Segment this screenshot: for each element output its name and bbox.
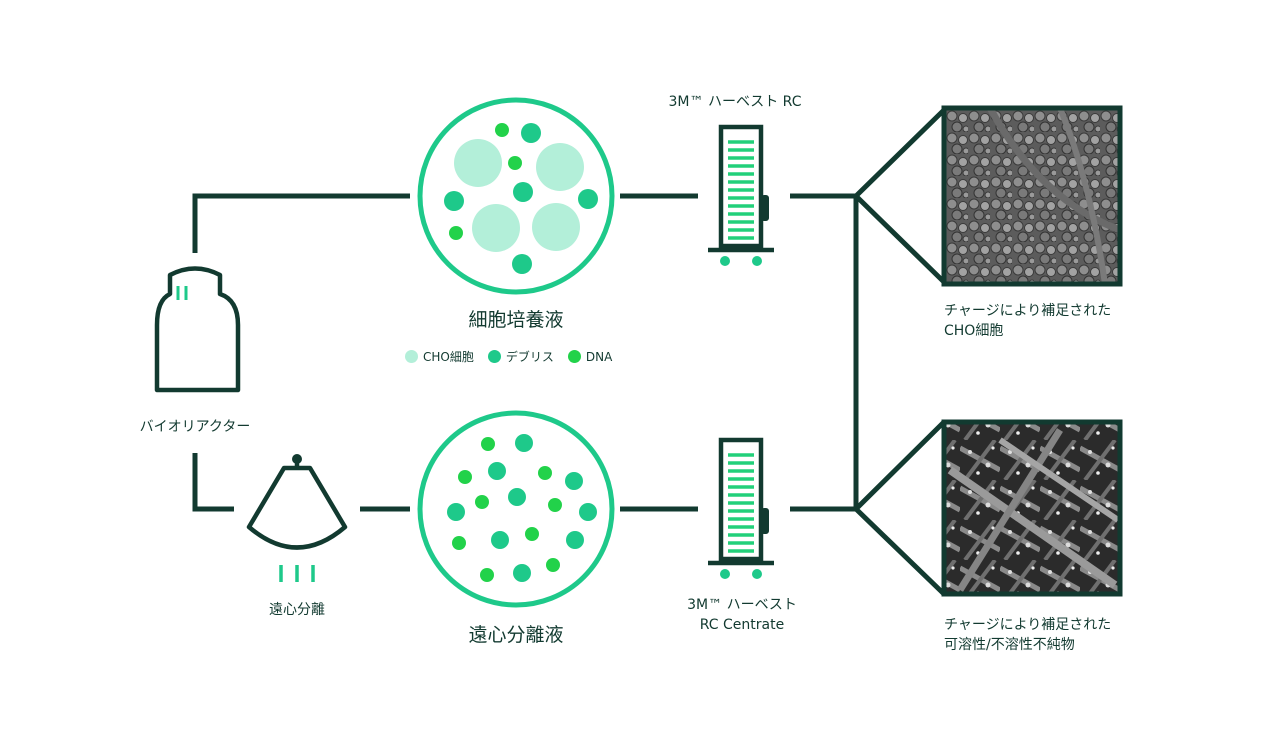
dna — [458, 470, 472, 484]
magnify-lines-top — [854, 108, 946, 284]
result-bottom-label-line2: 可溶性/不溶性不純物 — [944, 637, 1075, 653]
cho-cell — [472, 204, 520, 252]
dna — [525, 527, 539, 541]
dna — [449, 226, 463, 240]
micrograph-cho-cells — [941, 105, 1123, 287]
debris — [566, 531, 584, 549]
centrate-label: 遠心分離液 — [468, 624, 564, 646]
filter-top-bars — [728, 140, 754, 240]
legend-label: DNA — [585, 349, 613, 364]
centrifuge-cap — [292, 454, 302, 464]
debris — [512, 254, 532, 274]
cho-cell — [536, 143, 584, 191]
result-top-label-line1: チャージにより補足された — [944, 303, 1112, 319]
dna — [480, 568, 494, 582]
filter-top-icon — [708, 124, 774, 266]
filter-bottom-label: 3M™ ハーベスト RC Centrate — [687, 595, 797, 635]
legend-item-debris: デブリス — [487, 348, 554, 365]
bioreactor-icon — [154, 266, 241, 393]
legend-item-dna: DNA — [567, 349, 613, 364]
legend-label: デブリス — [505, 350, 554, 364]
debris — [488, 462, 506, 480]
dna — [508, 156, 522, 170]
debris — [578, 189, 598, 209]
centrifuge-label: 遠心分離 — [269, 602, 325, 618]
result-bottom-label: チャージにより補足された 可溶性/不溶性不純物 — [944, 615, 1111, 655]
dna — [481, 437, 495, 451]
connector-bioreactor-culture — [192, 193, 410, 253]
culture-label: 細胞培養液 — [468, 309, 564, 331]
centrifuge-outflow — [279, 565, 315, 582]
debris-swatch — [487, 350, 501, 363]
debris — [521, 123, 541, 143]
debris — [444, 191, 464, 211]
micrograph-impurities — [941, 419, 1123, 597]
debris — [513, 182, 533, 202]
culture-circle — [417, 97, 615, 295]
dna — [546, 558, 560, 572]
filter-top-label: 3M™ ハーベスト RC — [668, 94, 802, 110]
legend-item-cho: CHO細胞 — [405, 348, 474, 365]
debris — [491, 531, 509, 549]
filter-bottom-label-line2: RC Centrate — [699, 617, 785, 633]
debris — [579, 503, 597, 521]
dna — [475, 495, 489, 509]
debris — [447, 503, 465, 521]
dna — [452, 536, 466, 550]
bioreactor-label: バイオリアクター — [139, 419, 251, 435]
dna — [538, 466, 552, 480]
dna — [495, 123, 509, 137]
dna-swatch — [567, 350, 581, 363]
legend: CHO細胞 デブリス DNA — [405, 348, 612, 365]
result-top-label-line2: CHO細胞 — [944, 323, 1004, 339]
bioreactor-markers — [176, 286, 188, 300]
filter-bottom-icon — [708, 437, 774, 579]
dna — [548, 498, 562, 512]
debris — [565, 472, 583, 490]
filter-bottom-label-line1: 3M™ ハーベスト — [687, 597, 797, 613]
centrate-circle — [417, 410, 615, 608]
legend-label: CHO細胞 — [423, 350, 474, 364]
connector-bioreactor-centrifuge — [192, 453, 234, 512]
magnify-lines-bottom — [854, 420, 946, 596]
result-bottom-label-line1: チャージにより補足された — [944, 617, 1112, 633]
filter-bottom-bars — [728, 453, 754, 553]
result-top-label: チャージにより補足された CHO細胞 — [944, 301, 1111, 341]
debris — [508, 488, 526, 506]
cho-cell — [532, 203, 580, 251]
cho-cell-swatch — [405, 350, 418, 363]
debris — [515, 434, 533, 452]
debris — [513, 564, 531, 582]
centrifuge-icon — [246, 457, 348, 550]
cho-cell — [454, 139, 502, 187]
